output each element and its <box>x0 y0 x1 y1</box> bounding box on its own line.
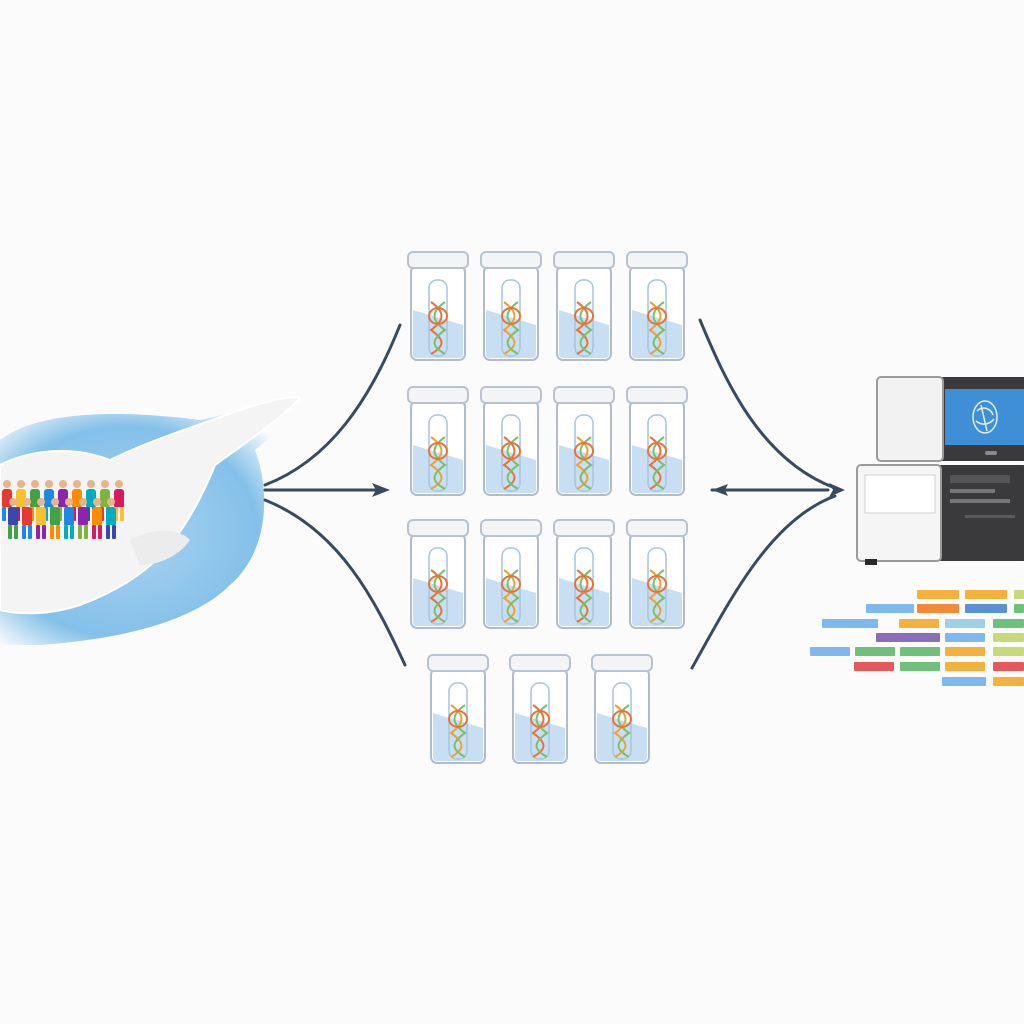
sample-tube <box>407 385 469 497</box>
sample-tube <box>591 653 653 765</box>
sample-tube <box>509 653 571 765</box>
person-figure-icon <box>22 498 32 539</box>
sequence-read-bar <box>993 662 1024 671</box>
person-figure-icon <box>106 498 116 539</box>
dna-sample-jar-icon <box>553 519 615 629</box>
sequence-read-bar <box>965 590 1007 599</box>
right-lower-curve <box>690 494 837 670</box>
dna-sample-jar-icon <box>480 386 542 496</box>
person-figure-icon <box>50 498 60 539</box>
sequence-read-bar <box>993 647 1024 656</box>
sample-tube <box>407 250 469 362</box>
dna-sample-jar-icon <box>407 519 469 629</box>
sequencer-icon <box>856 376 1024 565</box>
sequence-read-bar <box>945 619 985 628</box>
sample-tube <box>480 385 542 497</box>
sequence-read-bar <box>855 647 895 656</box>
population-island <box>0 370 320 660</box>
sample-tube <box>626 518 688 630</box>
dna-fingerprint-icon <box>972 400 998 434</box>
sequence-read-bar <box>945 662 985 671</box>
dna-sample-jar-icon <box>553 386 615 496</box>
sequence-read-bar <box>945 633 985 642</box>
sample-tube <box>480 518 542 630</box>
dna-sample-jar-icon <box>626 251 688 361</box>
sequence-read-bar <box>917 590 959 599</box>
sequence-read-bar <box>993 633 1024 642</box>
dna-sample-jar-icon <box>553 251 615 361</box>
arrowhead-to-sequencer <box>829 483 845 497</box>
sequence-read-bar <box>917 604 959 613</box>
sequence-read-bar <box>965 604 1007 613</box>
sample-tube <box>427 653 489 765</box>
dna-sample-jar-icon <box>407 386 469 496</box>
sequence-read-bar <box>822 619 878 628</box>
dna-sample-jar-icon <box>591 654 653 764</box>
sample-tube <box>553 385 615 497</box>
person-figure-icon <box>78 498 88 539</box>
person-figure-icon <box>64 498 74 539</box>
sample-tube <box>626 385 688 497</box>
arrowhead-from-samples <box>712 484 728 496</box>
dna-sample-jar-icon <box>626 519 688 629</box>
sample-tube <box>553 250 615 362</box>
sequence-read-bar <box>810 647 850 656</box>
sequence-read-bar <box>945 647 985 656</box>
person-figure-icon <box>92 498 102 539</box>
sequence-read-bar <box>1014 590 1024 599</box>
sequence-read-bar <box>866 604 914 613</box>
sequence-read-bar <box>1014 604 1024 613</box>
person-figure-icon <box>8 498 18 539</box>
island-map-icon <box>0 394 315 645</box>
dna-sample-jar-icon <box>480 251 542 361</box>
arrowhead-to-samples <box>372 483 390 497</box>
sequence-read-bar <box>900 662 940 671</box>
sample-tube <box>407 518 469 630</box>
person-figure-icon <box>114 480 124 521</box>
sequence-read-bar <box>876 633 940 642</box>
sequence-read-bar <box>854 662 894 671</box>
dna-sample-jar-icon <box>407 251 469 361</box>
sequence-read-bar <box>993 677 1024 686</box>
dna-sample-jar-icon <box>427 654 489 764</box>
sequence-read-bar <box>900 647 940 656</box>
person-figure-icon <box>36 498 46 539</box>
sample-tube <box>626 250 688 362</box>
sequence-read-bar <box>942 677 986 686</box>
sample-tube <box>553 518 615 630</box>
sequence-read-bar <box>899 619 939 628</box>
sample-tube <box>480 250 542 362</box>
people-group <box>0 480 130 560</box>
dna-sample-jar-icon <box>480 519 542 629</box>
left-upper-curve <box>263 323 402 487</box>
left-lower-curve <box>263 498 407 667</box>
sequence-read-bar <box>993 619 1024 628</box>
right-upper-curve <box>698 318 837 490</box>
sequencer-device <box>855 375 1024 565</box>
dna-sample-jar-icon <box>626 386 688 496</box>
dna-sample-jar-icon <box>509 654 571 764</box>
